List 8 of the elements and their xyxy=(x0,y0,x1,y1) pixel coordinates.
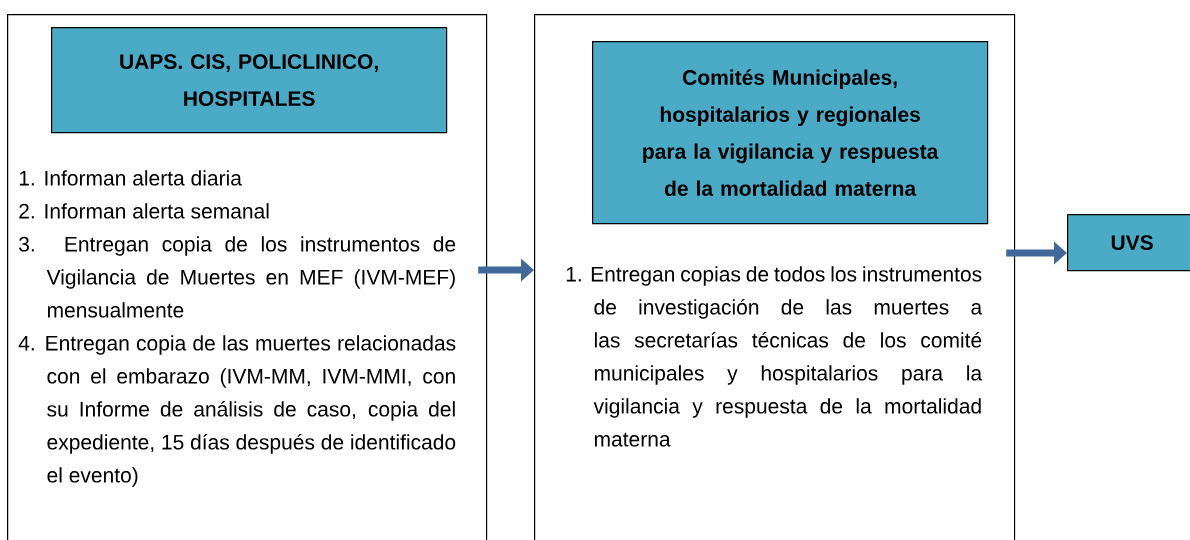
header-box: UAPS. CIS, POLICLINICO, HOSPITALES xyxy=(51,27,448,134)
list-item: 3. Entregan copia de los instrumentos de Vigilancia de Muertes en MEF (IVM-MEF) mensualmente xyxy=(19,236,456,318)
list-item: 2. Informan alerta semanal xyxy=(19,203,269,219)
list-item: 1. Entregan copias de todos los instrumentos de investigación de las muertes a las secretarías técnicas de los comité municipales y hospitalarios para la vigilancia y respuesta de la mortalidad materna xyxy=(566,266,983,447)
header-box: Comités Municipales, hospitalarios y regionales para la vigilancia y respuesta de la mortalidad materna xyxy=(592,41,989,225)
list-item: 1. Informan alerta diaria xyxy=(19,170,242,186)
header-box: UVS xyxy=(1067,214,1190,272)
list-item: 4. Entregan copia de las muertes relacionadas con el embarazo (IVM-MM, IVM-MMI, con su Informe de análisis de caso, copia del expediente, 15 días después de identificado el evento) xyxy=(18,335,456,487)
